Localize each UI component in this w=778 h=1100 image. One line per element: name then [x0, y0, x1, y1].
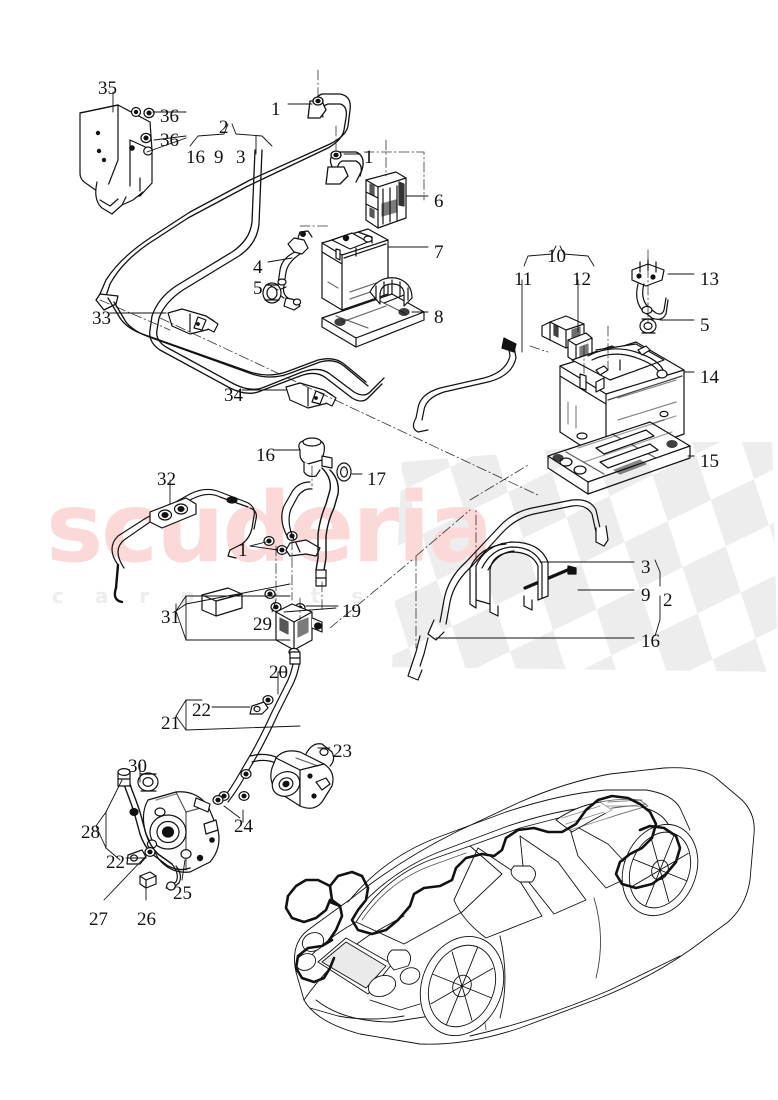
wheel-front	[419, 935, 505, 1037]
callout-23: 23	[333, 741, 352, 762]
part-33-clamp	[167, 308, 219, 335]
positive-cable-boot	[281, 467, 340, 587]
callout-15: 15	[700, 451, 719, 472]
callout-35: 35	[98, 78, 117, 99]
callout-14: 14	[700, 367, 719, 388]
callout-33: 33	[92, 308, 111, 329]
callout-4: 4	[253, 257, 263, 278]
alignment-axes	[99, 69, 649, 649]
callout-10: 10	[547, 246, 566, 267]
part-24-fasteners	[212, 790, 250, 805]
callout-25: 25	[173, 883, 192, 904]
callout-19: 19	[342, 601, 361, 622]
callout-31: 31	[161, 607, 180, 628]
part-8-battery-tray	[321, 277, 425, 348]
callout-13: 13	[700, 269, 719, 290]
callout-5: 5	[700, 315, 710, 336]
part-32-ground-cable	[111, 488, 257, 604]
callout-17: 17	[367, 469, 386, 490]
callout-27: 27	[89, 909, 108, 930]
callout-9: 9	[214, 147, 224, 168]
part-4-sensor-cable	[277, 230, 313, 311]
part-35-bracket	[79, 104, 155, 215]
fastener-36-upper	[143, 107, 155, 119]
rear-harness-group	[407, 499, 609, 681]
callout-22: 22	[106, 852, 125, 873]
fastener-36-lower	[140, 132, 153, 156]
callout-2: 2	[663, 590, 673, 611]
callout-11: 11	[514, 269, 533, 290]
starter-cable-run	[218, 651, 301, 803]
alternator-cable-set	[117, 767, 191, 891]
callout-7: 7	[434, 242, 444, 263]
callout-36: 36	[160, 130, 179, 151]
part-6-fuse-box	[365, 171, 407, 229]
callout-8: 8	[434, 307, 444, 328]
junction-block-body	[275, 603, 323, 659]
part-16-grommet	[298, 437, 333, 478]
upper-harness-cables	[95, 93, 385, 402]
callout-20: 20	[269, 662, 288, 683]
callout-5: 5	[253, 278, 263, 299]
callout-16: 16	[256, 445, 275, 466]
callout-1: 1	[364, 147, 374, 168]
part-15-tray-rear	[547, 419, 691, 495]
vehicle-harness-route	[284, 794, 682, 984]
callout-22: 22	[192, 700, 211, 721]
leader-lines	[95, 91, 695, 901]
callout-26: 26	[137, 909, 156, 930]
callout-32: 32	[157, 469, 176, 490]
part-5-grommet-rear	[639, 318, 657, 334]
callout-29: 29	[253, 614, 272, 635]
callout-12: 12	[572, 269, 591, 290]
callout-1: 1	[238, 540, 248, 561]
vehicle-illustration	[294, 767, 755, 1045]
callout-9: 9	[641, 585, 651, 606]
callout-24: 24	[234, 816, 253, 837]
callout-36: 36	[160, 106, 179, 127]
part-11-cable	[412, 337, 517, 433]
callout-30: 30	[128, 756, 147, 777]
callout-3: 3	[641, 557, 651, 578]
part-34-clamp	[285, 382, 337, 409]
callout-2: 2	[219, 117, 229, 138]
part-13-terminal-lead	[631, 259, 669, 320]
part-17-o-ring	[336, 462, 352, 482]
callout-1: 1	[271, 99, 281, 120]
callout-16: 16	[186, 147, 205, 168]
callout-34: 34	[224, 385, 243, 406]
callout-6: 6	[434, 191, 444, 212]
callout-28: 28	[81, 822, 100, 843]
part-25-alternator	[142, 791, 220, 873]
callout-16: 16	[641, 631, 660, 652]
callout-3: 3	[236, 147, 246, 168]
part-5-grommet-front	[262, 282, 287, 304]
callout-21: 21	[161, 713, 180, 734]
part-23-starter	[270, 743, 335, 809]
part-29-cover	[201, 587, 243, 617]
